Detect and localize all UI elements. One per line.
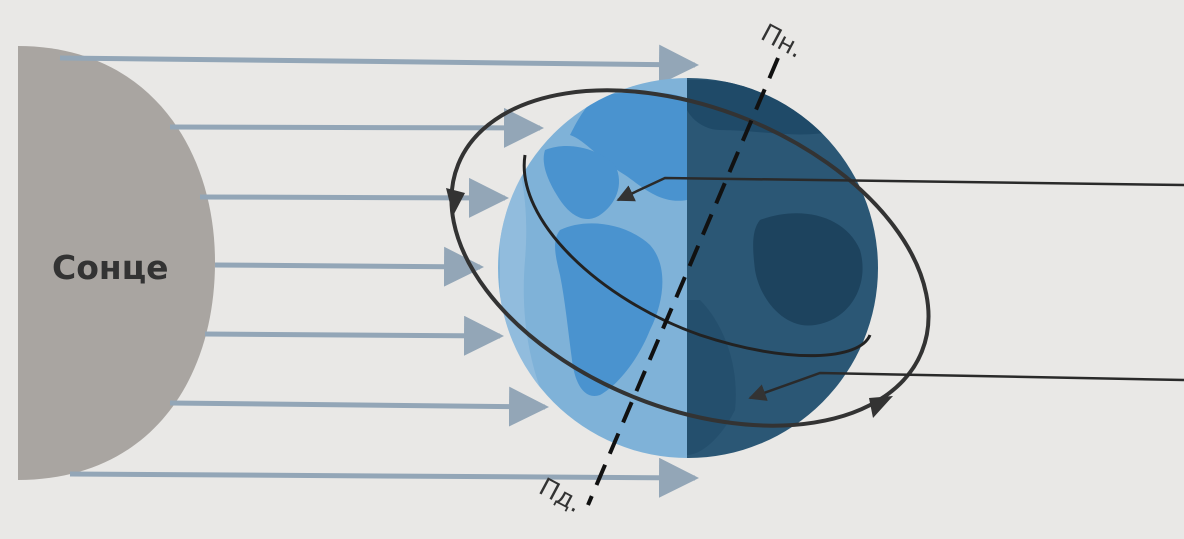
rotation-orbit (449, 88, 931, 428)
sun-label: Сонце (52, 248, 169, 287)
sun-ray-arrow (69, 457, 699, 498)
orbit-arrowhead (869, 396, 893, 418)
pointer-lines (616, 176, 1184, 401)
sun-ray-arrow (214, 246, 484, 287)
pointer-line (616, 176, 1184, 202)
latitude-line (522, 154, 872, 358)
sun-ray-arrow (169, 107, 544, 148)
orbit-arrowhead (446, 188, 465, 216)
sun-shape (18, 46, 215, 480)
sun-ray-arrow (169, 386, 549, 427)
pointer-line (748, 371, 1184, 401)
axis-line (586, 57, 780, 506)
sun-ray-arrow (59, 44, 699, 85)
earth-globe (498, 78, 878, 458)
sun-ray-arrow (204, 315, 504, 356)
